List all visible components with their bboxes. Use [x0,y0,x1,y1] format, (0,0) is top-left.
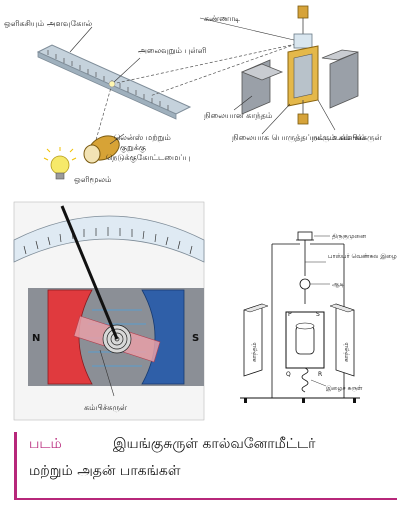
galvanometer-schematic: P S Q R திருகுமுனை பாஸ்பர் வெண்கல இழை ஆட… [240,231,397,403]
label-lens-line2: குறுக்கு [120,143,146,153]
caption-line-1: இயங்குசுருள் கால்வனோமீட்டர் [113,436,316,452]
meter-scale-face [13,215,205,263]
moving-coil-meter-diagram: N S கம்பிச்சுருள் [13,201,205,421]
hair-spring [301,367,309,393]
corner-r: R [318,371,322,378]
label-mirror: கண்ணாடி [204,14,241,23]
mirror [293,33,313,49]
label-magnet-right: காந்தம் [343,342,350,362]
soft-iron-core [295,325,315,355]
label-phosphor-bronze: பாஸ்பர் வெண்கல இழை [328,253,397,260]
label-fixed-magnet: நிலையான காந்தம் [204,111,272,120]
permanent-magnet [240,49,359,115]
magnet-right [335,303,355,377]
figure-caption: படம் இயங்குசுருள் கால்வனோமீட்டர் மற்றும்… [14,432,397,500]
pole-n-label: N [32,333,40,344]
translucent-scale [36,44,192,115]
label-light-spot: அலைவுறும் புள்ளி [138,46,207,56]
label-fixed-core: நிலையாக பொருத்தப்பட்ட உள்ளகம் [232,133,366,143]
lens-assembly [83,135,120,164]
corner-s: S [316,311,320,318]
light-spot [108,80,116,88]
label-light-source: ஒளிமூலம் [74,175,111,185]
magnet-left [243,303,263,377]
mirror-disc [299,278,311,290]
mirror-galvanometer-diagram: ஒளிகசியும் அளவுகோல் கண்ணாடி அலைவுறும் பு… [4,5,383,185]
corner-p: P [288,311,292,318]
pole-s-label: S [192,333,199,344]
corner-q: Q [286,371,291,378]
meter-pointer [60,205,119,340]
label-mirror-small: ஆடி [332,281,345,288]
label-lens-line3: நெடுக்குகோட்டமைப்பு [106,153,190,163]
label-coil: கம்பிச்சுருள் [84,403,128,413]
moving-coil [287,45,319,125]
caption-tag: படம் [29,436,62,452]
caption-line-2: மற்றும் அதன் பாகங்கள் [29,463,181,479]
label-spring: இழைச் சுருள் [326,385,363,392]
label-lens-line1: லென்ஸ் மற்றும் [114,133,171,143]
label-moving-coil: நகரும் கம்பிச்சுருள் [312,133,383,143]
label-torsion-head: திருகுமுனை [332,233,366,241]
north-pole [47,289,93,385]
label-magnet-left: காந்தம் [251,342,258,362]
light-bulb-icon [43,147,77,180]
label-translucent-scale: ஒளிகசியும் அளவுகோல் [4,19,93,28]
